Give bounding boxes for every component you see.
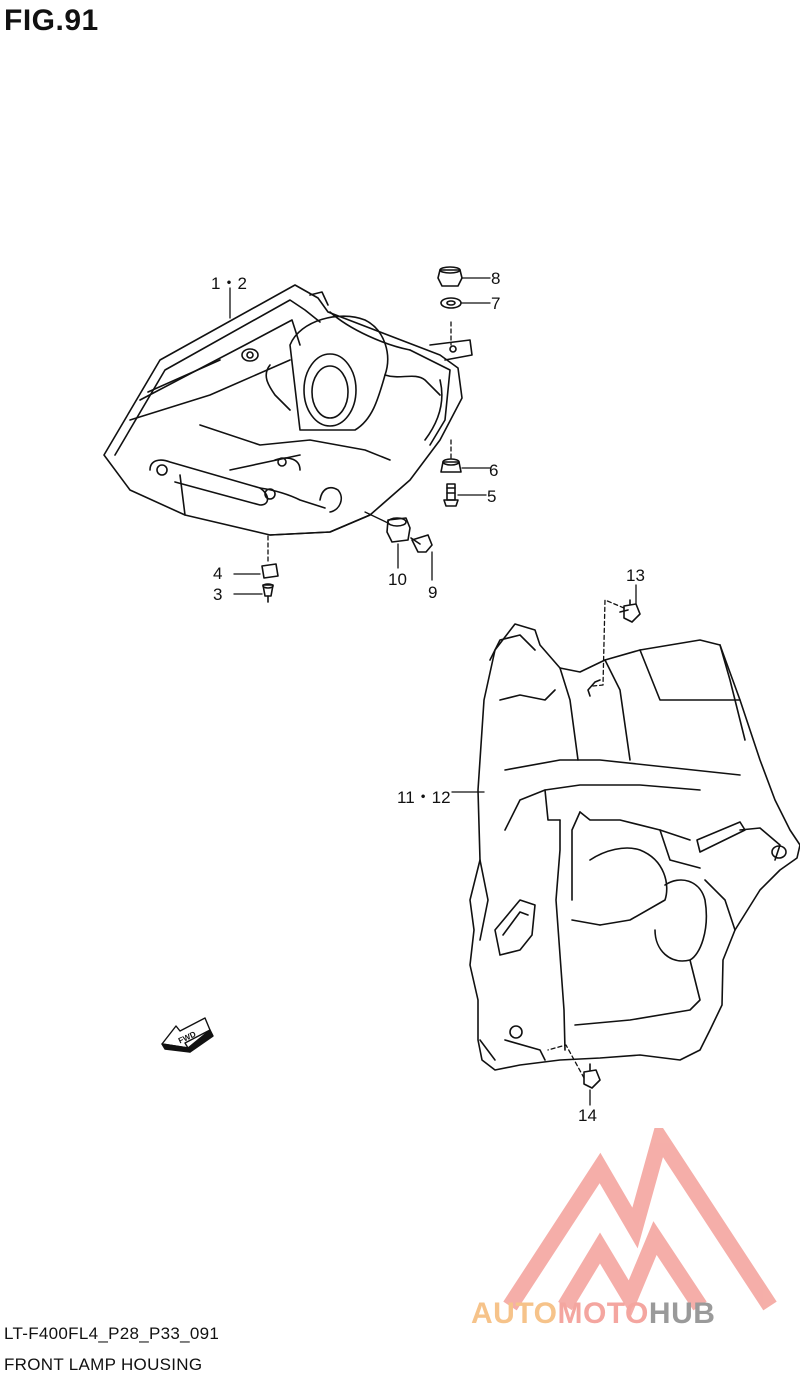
callout-1-2: 1・2 [211,274,247,293]
hardware-upper [261,266,463,603]
callout-5: 5 [487,487,497,506]
leader-lines [229,277,637,1106]
fwd-label: FWD [177,1030,198,1046]
callout-4: 4 [213,564,223,583]
callout-3: 3 [213,585,223,604]
diagram-code: LT-F400FL4_P28_P33_091 [4,1324,220,1343]
diagram-name: FRONT LAMP HOUSING [4,1355,203,1374]
callout-11-12: 11・12 [397,788,451,807]
callout-14: 14 [578,1106,597,1125]
hardware-lower [583,599,641,1089]
callout-10: 10 [388,570,407,589]
lamp-housing-upper [103,284,473,536]
lamp-housing-lower [469,623,800,1071]
callout-6: 6 [489,461,499,480]
fwd-arrow-icon [161,1017,214,1053]
watermark-part-hub: HUB [648,1297,716,1330]
fwd-text: FWD [177,1030,198,1046]
watermark-part-auto: AUTO [471,1297,558,1330]
callout-9: 9 [428,583,438,602]
callout-7: 7 [491,294,501,313]
callout-8: 8 [491,269,501,288]
figure-title: FIG.91 [4,4,99,37]
watermark-logo-icon [503,1128,777,1316]
watermark-part-moto: MOTO [557,1297,649,1330]
callout-13: 13 [626,566,645,585]
watermark-text: AUTOMOTOHUB [471,1297,715,1331]
